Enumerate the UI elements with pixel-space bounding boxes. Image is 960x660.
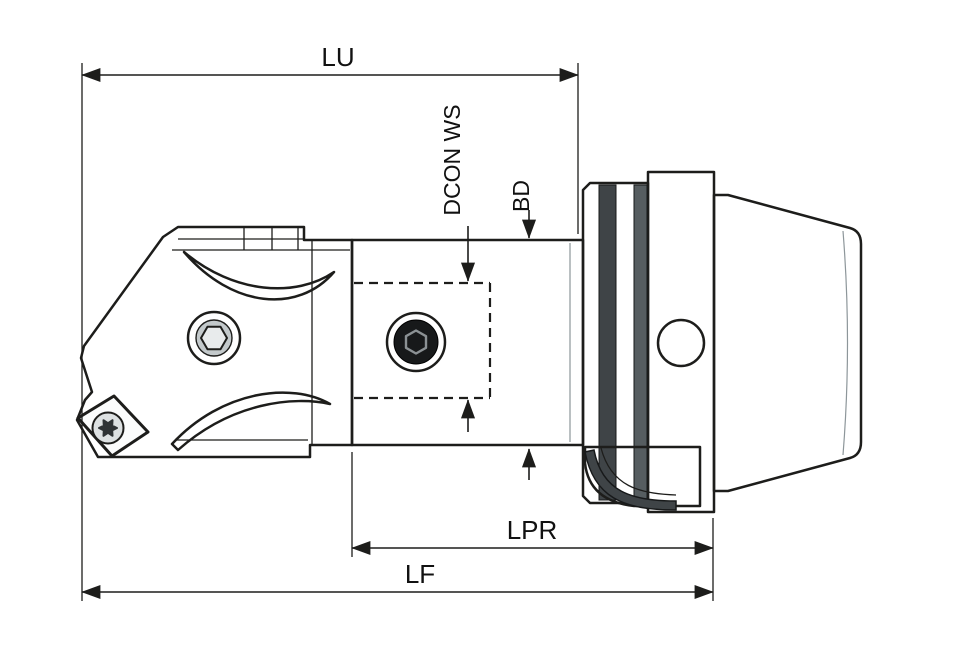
milling-head <box>75 225 354 459</box>
dim-lu: LU <box>81 42 579 83</box>
taper-end-highlight <box>842 230 849 456</box>
dim-bd-label: BD <box>508 180 534 212</box>
drive-notch-arc <box>600 447 677 496</box>
drive-notch-groove <box>584 449 677 511</box>
groove-band-dark <box>598 184 617 501</box>
taper-body <box>712 193 863 493</box>
hidden-shank-outline <box>354 281 492 400</box>
dim-lpr: LPR <box>351 515 714 556</box>
dim-bd: BD <box>508 180 537 480</box>
dim-lf: LF <box>81 559 714 600</box>
flange-bore <box>656 318 706 368</box>
dim-dcon-ws-label: DCON WS <box>439 104 465 215</box>
torx-socket <box>98 419 118 437</box>
tool-drawing <box>75 170 863 514</box>
dimensions: LU DCON WS BD LPR LF <box>81 42 714 601</box>
set-screw-head <box>393 319 439 365</box>
neck-set-screw <box>385 311 447 373</box>
drive-notch <box>583 445 702 511</box>
dim-lpr-label: LPR <box>507 515 558 545</box>
clamp-screw-hex-socket <box>200 325 228 351</box>
milling-head-outline <box>75 225 354 459</box>
set-screw-hex-socket <box>404 329 428 355</box>
set-screw-counterbore <box>385 311 447 373</box>
clamp-screw-bore <box>186 310 242 366</box>
dim-lu-label: LU <box>321 42 354 72</box>
head-clamp-screw <box>186 310 242 366</box>
lower-chip-pocket <box>170 391 332 452</box>
groove-band-mid <box>633 184 648 501</box>
dim-dcon-ws: DCON WS <box>439 104 476 432</box>
indexable-insert <box>76 394 150 458</box>
upper-chip-pocket <box>182 250 336 301</box>
dim-lf-label: LF <box>405 559 435 589</box>
